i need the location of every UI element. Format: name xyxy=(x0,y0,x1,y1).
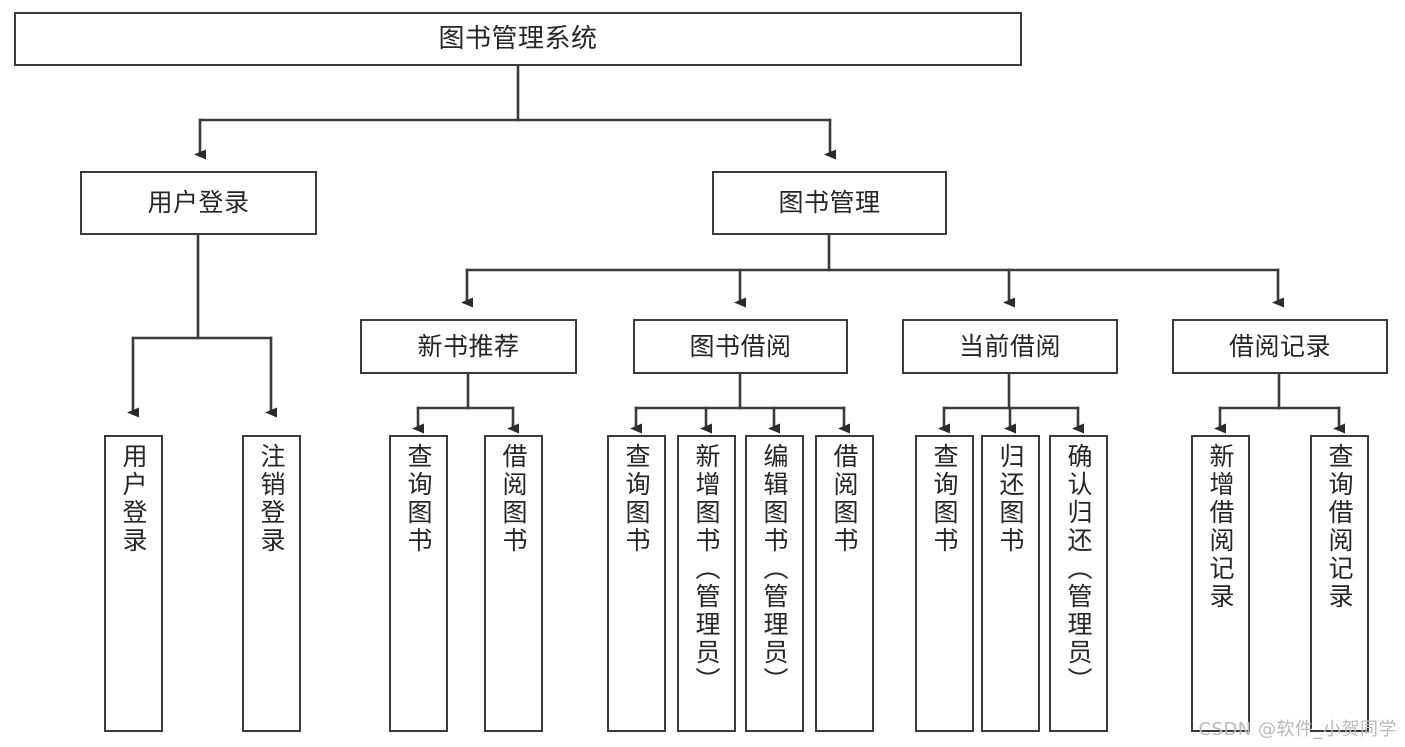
node-leaf-add-book[interactable]: 新增图书（管理员） xyxy=(677,435,736,732)
node-leaf-borrow-book-1[interactable]: 借阅图书 xyxy=(484,435,543,732)
node-leaf-user-logout-label: 注销登录 xyxy=(257,443,286,555)
node-borrow-record-label: 借阅记录 xyxy=(1228,331,1331,361)
node-book-borrow-label: 图书借阅 xyxy=(689,331,792,361)
node-book-manage-label: 图书管理 xyxy=(778,188,881,218)
node-leaf-confirm-return[interactable]: 确认归还（管理员） xyxy=(1049,435,1108,732)
node-borrow-record[interactable]: 借阅记录 xyxy=(1172,319,1388,374)
node-leaf-borrow-book-1-label: 借阅图书 xyxy=(499,443,528,555)
node-root[interactable]: 图书管理系统 xyxy=(14,12,1022,66)
node-current-borrow-label: 当前借阅 xyxy=(958,331,1061,361)
node-leaf-edit-book-label: 编辑图书（管理员） xyxy=(760,443,789,695)
node-leaf-user-login[interactable]: 用户登录 xyxy=(104,435,163,732)
node-book-borrow[interactable]: 图书借阅 xyxy=(633,319,848,374)
node-leaf-query-book-1-label: 查询图书 xyxy=(404,443,433,555)
node-new-book-recommend[interactable]: 新书推荐 xyxy=(360,319,577,374)
watermark: CSDN @软件_小贺同学 xyxy=(1198,719,1397,740)
node-leaf-query-book-3-label: 查询图书 xyxy=(930,443,959,555)
node-user-login[interactable]: 用户登录 xyxy=(80,171,317,235)
node-user-login-label: 用户登录 xyxy=(147,188,250,218)
node-leaf-return-book-label: 归还图书 xyxy=(996,443,1025,555)
node-leaf-edit-book[interactable]: 编辑图书（管理员） xyxy=(745,435,804,732)
node-leaf-add-record[interactable]: 新增借阅记录 xyxy=(1191,435,1250,732)
node-leaf-borrow-book-2-label: 借阅图书 xyxy=(830,443,859,555)
node-leaf-borrow-book-2[interactable]: 借阅图书 xyxy=(815,435,874,732)
node-leaf-query-book-1[interactable]: 查询图书 xyxy=(389,435,448,732)
node-leaf-query-book-3[interactable]: 查询图书 xyxy=(915,435,974,732)
node-leaf-confirm-return-label: 确认归还（管理员） xyxy=(1064,443,1093,695)
node-new-book-recommend-label: 新书推荐 xyxy=(417,331,520,361)
node-leaf-user-logout[interactable]: 注销登录 xyxy=(242,435,301,732)
node-leaf-add-book-label: 新增图书（管理员） xyxy=(692,443,721,695)
node-root-label: 图书管理系统 xyxy=(438,23,598,54)
node-leaf-query-book-2[interactable]: 查询图书 xyxy=(607,435,666,732)
node-current-borrow[interactable]: 当前借阅 xyxy=(902,319,1118,374)
node-leaf-return-book[interactable]: 归还图书 xyxy=(981,435,1040,732)
node-leaf-query-book-2-label: 查询图书 xyxy=(622,443,651,555)
node-leaf-add-record-label: 新增借阅记录 xyxy=(1206,443,1235,611)
node-book-manage[interactable]: 图书管理 xyxy=(712,171,947,235)
node-leaf-user-login-label: 用户登录 xyxy=(119,443,148,555)
node-leaf-query-record[interactable]: 查询借阅记录 xyxy=(1310,435,1369,732)
node-leaf-query-record-label: 查询借阅记录 xyxy=(1325,443,1354,611)
